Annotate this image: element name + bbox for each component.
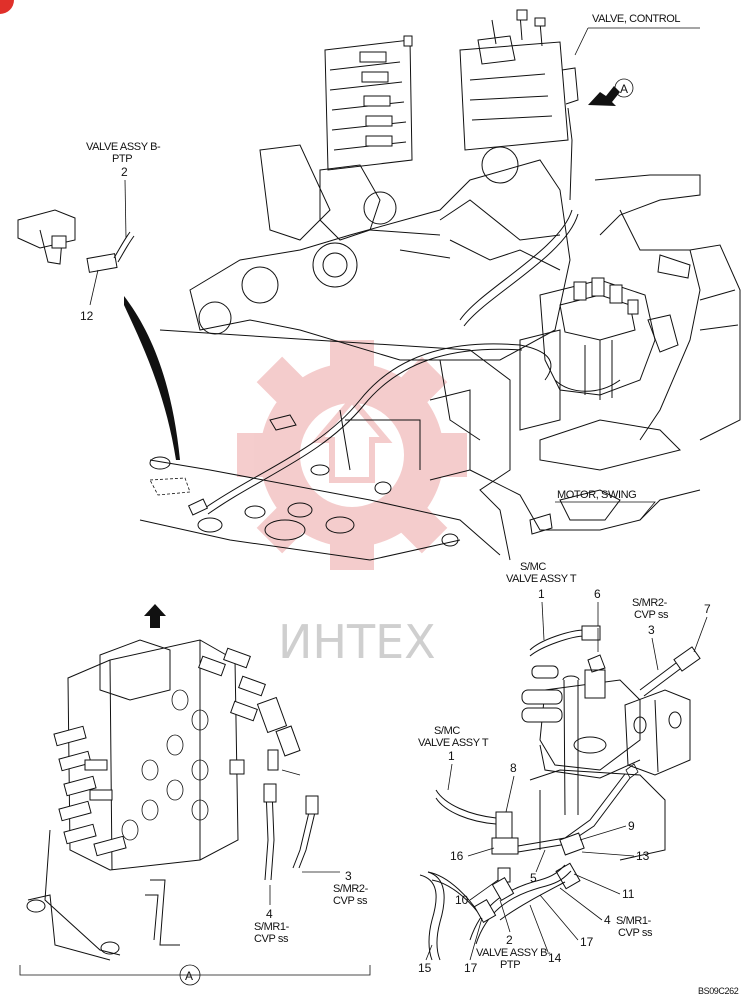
valve-assy-b-ptp-top-label-line1: VALVE ASSY B-: [86, 141, 161, 153]
callout-1-right: 1: [538, 587, 545, 601]
motor-swing-label: MOTOR, SWING: [557, 489, 636, 501]
callout-6: 6: [594, 587, 601, 601]
callout-14: 14: [548, 951, 562, 965]
smr1-cvp-right-label-line2: CVP ss: [618, 927, 653, 939]
callout-13: 13: [636, 849, 650, 863]
smc-valve-assy-t-right-label-line2: VALVE ASSY T: [506, 573, 577, 585]
smr2-cvp-left-label-line1: S/MR2-: [333, 883, 369, 895]
callout-2-top: 2: [121, 165, 128, 179]
callout-17-bottom: 17: [464, 961, 478, 975]
callout-4-left: 4: [266, 907, 273, 921]
callout-7: 7: [704, 602, 711, 616]
pointer-arrow-icon: [124, 296, 180, 460]
callout-8: 8: [510, 761, 517, 775]
valve-assy-b-ptp-top-label-line2: PTP: [112, 153, 132, 165]
smr1-cvp-right-label-line1: S/MR1-: [616, 915, 652, 927]
callout-12: 12: [80, 309, 94, 323]
control-valve-detail-view: [26, 639, 319, 961]
drawing-code: BS09C262: [698, 986, 739, 996]
smr1-cvp-left-label-line2: CVP ss: [254, 933, 289, 945]
machine-frame-drawing: [139, 9, 741, 561]
view-a-label: A: [620, 82, 628, 96]
callout-3-left: 3: [345, 869, 352, 883]
view-a-bracket: [19, 965, 371, 976]
smr2-cvp-right-label-line2: CVP ss: [634, 609, 669, 621]
smc-valve-assy-t-mid-label-line1: S/MC: [434, 725, 460, 737]
smc-valve-assy-t-right-label-line1: S/MC: [520, 561, 546, 573]
callout-17-right: 17: [580, 935, 594, 949]
corner-mark-icon: [0, 0, 14, 14]
callout-9: 9: [628, 819, 635, 833]
valve-assy-b-ptp-bottom-label-line1: VALVE ASSY B-: [476, 947, 551, 959]
up-arrow-icon: [144, 604, 166, 628]
view-a-circle: [614, 78, 634, 98]
watermark-text: ИНТЕХ: [278, 615, 436, 669]
callout-15: 15: [418, 961, 432, 975]
callout-10: 10: [455, 893, 469, 907]
smr2-cvp-left-label-line2: CVP ss: [333, 895, 368, 907]
swing-motor-piping-detail: [419, 625, 701, 961]
smr1-cvp-left-label-line1: S/MR1-: [254, 921, 290, 933]
callout-4-right: 4: [604, 913, 611, 927]
smc-valve-assy-t-mid-label-line2: VALVE ASSY T: [418, 737, 489, 749]
valve-control-label: VALVE, CONTROL: [592, 13, 680, 25]
valve-assy-b-ptp-detail: [17, 179, 135, 306]
callout-1-mid: 1: [448, 749, 455, 763]
callout-2-bottom: 2: [506, 933, 513, 947]
valve-assy-b-ptp-bottom-label-line2: PTP: [500, 959, 520, 971]
view-a-bottom-label: A: [185, 969, 193, 983]
callout-3-right: 3: [648, 623, 655, 637]
view-a-arrow-icon: [588, 86, 620, 106]
callout-16: 16: [450, 849, 464, 863]
watermark-logo-icon: [237, 340, 467, 570]
smr2-cvp-right-label-line1: S/MR2-: [632, 597, 668, 609]
callout-11: 11: [622, 887, 635, 901]
callout-5: 5: [530, 871, 537, 885]
